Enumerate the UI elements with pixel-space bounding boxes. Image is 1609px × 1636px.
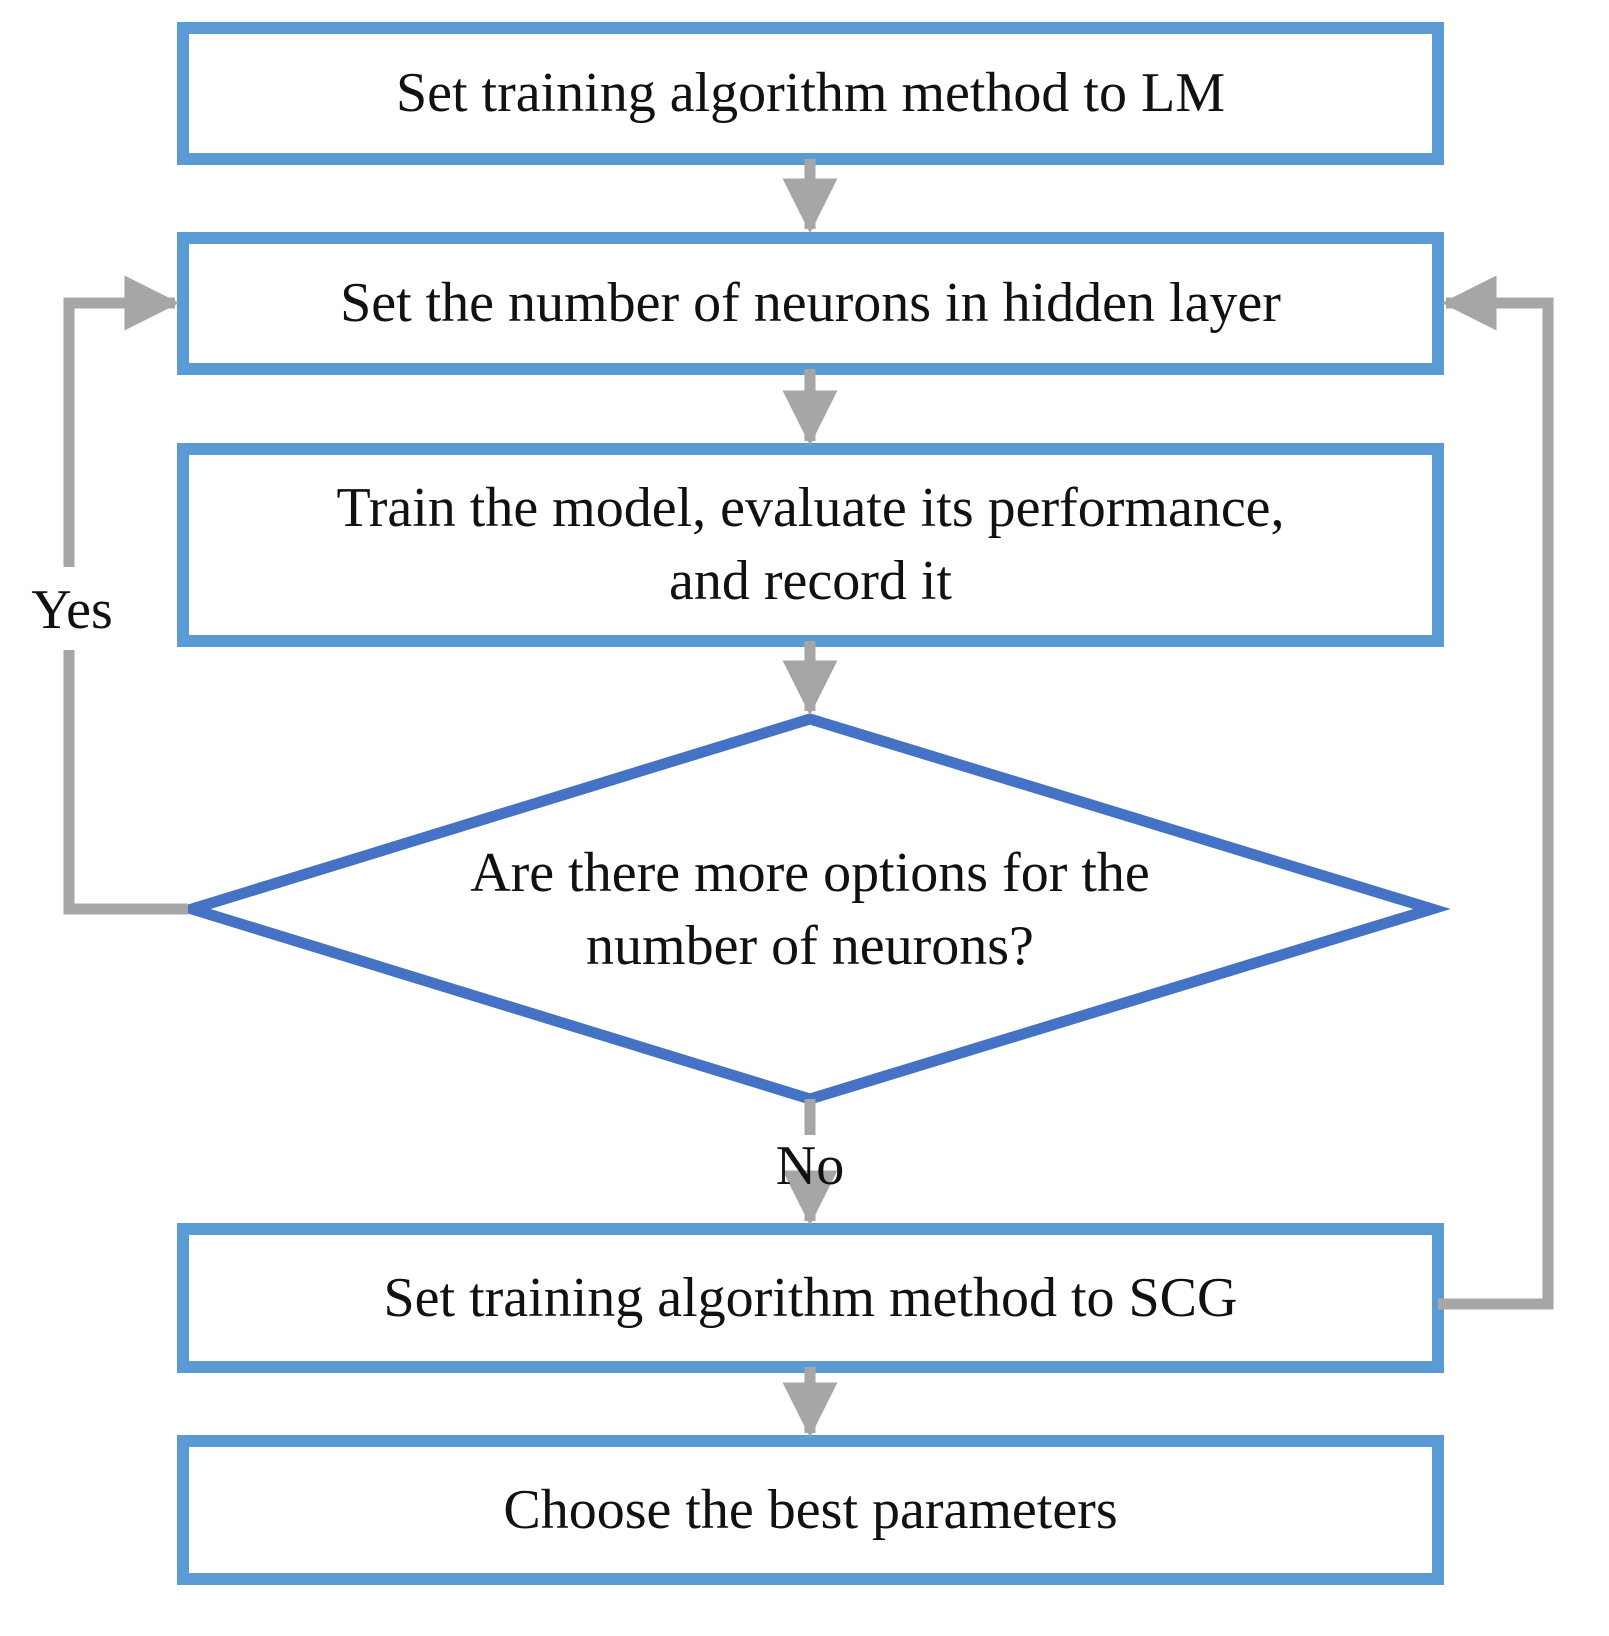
edge-label-no: No [775, 1134, 845, 1197]
box-set-scg-label: Set training algorithm method to SCG [383, 1266, 1238, 1329]
box-set-neurons-label: Set the number of neurons in hidden laye… [340, 272, 1281, 335]
arrow-scg-loop [1438, 275, 1554, 1310]
edge-label-yes: Yes [31, 578, 113, 641]
box-set-lm-label: Set training algorithm method to LM [395, 62, 1225, 125]
box-choose-best-shape [177, 1435, 1444, 1585]
decision-label: Are there more options for the number of… [470, 842, 1150, 977]
box-choose-best-label: Choose the best parameters [503, 1478, 1118, 1541]
arrow-yes-loop-bottom [63, 650, 188, 915]
box-train-eval-label: Train the model, evaluate its performanc… [336, 477, 1285, 612]
arrow-yes-loop-top [63, 275, 180, 567]
box-set-scg-shape [177, 1223, 1444, 1373]
